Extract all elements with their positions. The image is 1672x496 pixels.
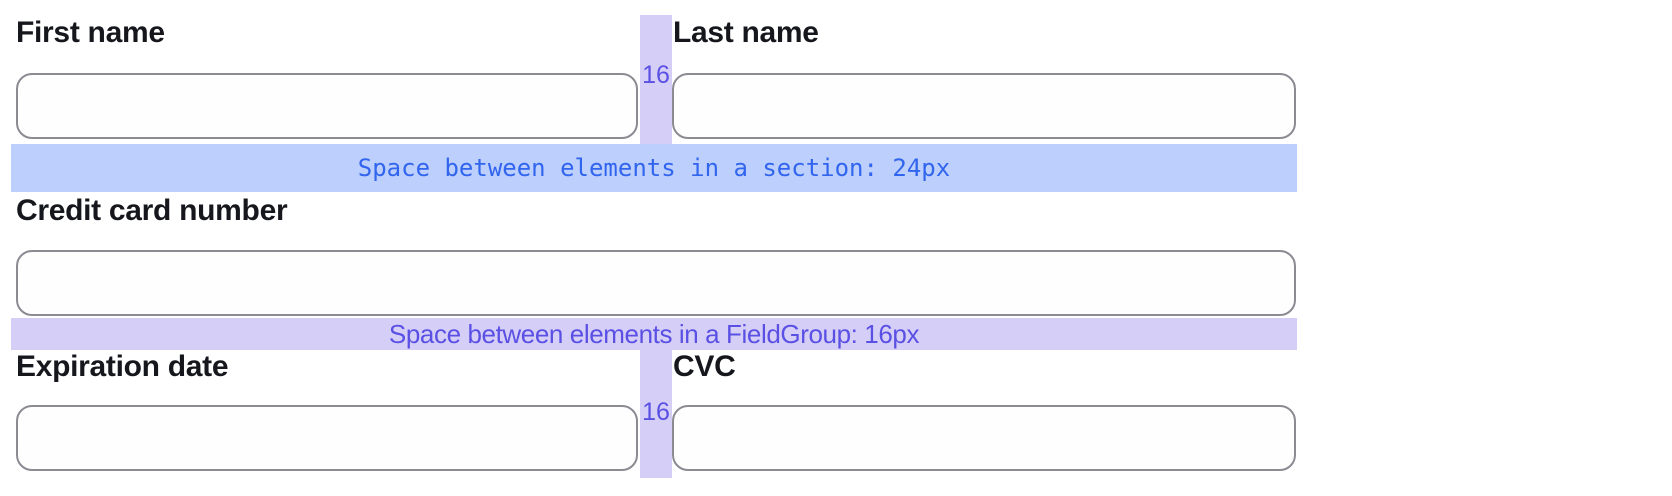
- section-spacing-label: Space between elements in a section: 24p…: [357, 154, 951, 182]
- column-gap-band-bottom: [640, 350, 672, 478]
- expiration-date-input[interactable]: [16, 405, 638, 471]
- section-spacing-band: Space between elements in a section: 24p…: [11, 144, 1297, 192]
- cvc-label: CVC: [673, 350, 736, 383]
- credit-card-number-label: Credit card number: [16, 194, 288, 227]
- fieldgroup-spacing-band: Space between elements in a FieldGroup: …: [11, 318, 1297, 350]
- credit-card-number-input[interactable]: [16, 250, 1296, 316]
- fieldgroup-spacing-label: Space between elements in a FieldGroup: …: [388, 318, 920, 349]
- expiration-date-label: Expiration date: [16, 350, 229, 383]
- last-name-input[interactable]: [672, 73, 1296, 139]
- cvc-input[interactable]: [672, 405, 1296, 471]
- first-name-label: First name: [16, 16, 165, 49]
- last-name-label: Last name: [673, 16, 819, 49]
- column-gap-size-label-bottom: 16: [642, 398, 670, 426]
- column-gap-band-top: [640, 15, 672, 144]
- first-name-input[interactable]: [16, 73, 638, 139]
- column-gap-size-label-top: 16: [642, 61, 670, 89]
